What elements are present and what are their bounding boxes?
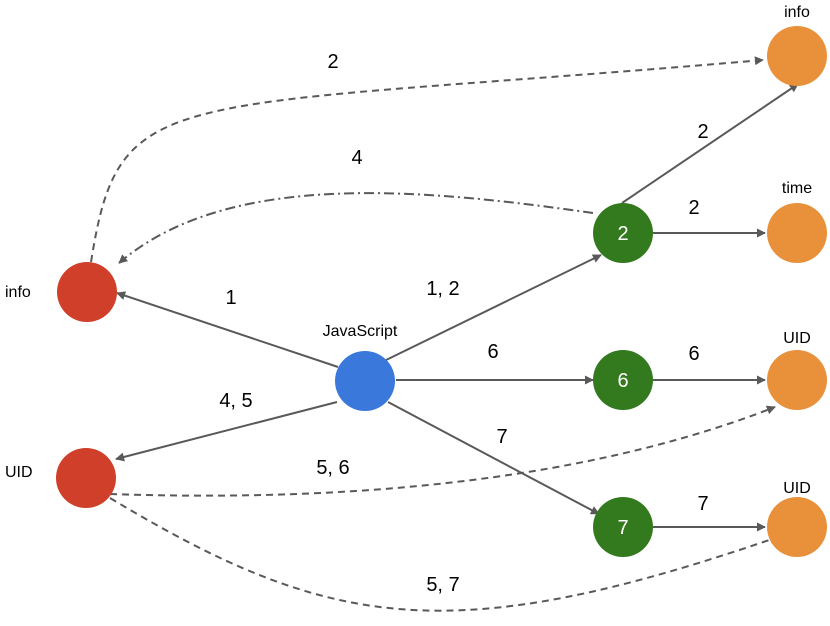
node-7-number: 7 (617, 517, 628, 539)
info-sink-caption: info (784, 4, 810, 21)
time-sink-node (767, 203, 827, 263)
edge-uid-to-uid-bottom-dashed (109, 497, 779, 612)
node-7 (593, 497, 653, 557)
edge-label-js-to-info: 1 (225, 287, 236, 309)
edge-label-js-to-node7: 7 (496, 426, 507, 448)
uid-source-node (56, 448, 116, 508)
edge-label-node2-to-info-dashdot: 4 (351, 147, 362, 169)
edge-label-uid-to-uid-bottom-dashed: 5, 7 (426, 574, 459, 596)
info-source-node (57, 262, 117, 322)
edge-js-to-uid (115, 401, 338, 462)
node-6 (593, 350, 653, 410)
node-2 (593, 203, 653, 263)
edge-label-info-to-info-dashed: 2 (327, 51, 338, 73)
uid-sink-bottom-node (767, 497, 827, 557)
edge-info-to-info-dashed (90, 56, 764, 263)
info-sink-node (767, 26, 827, 86)
edge-label-js-to-node2: 1, 2 (426, 278, 459, 300)
edge-label-node2-to-time: 2 (688, 197, 699, 219)
edge-label-js-to-uid: 4, 5 (219, 390, 252, 412)
uid-sink-bottom-caption: UID (783, 480, 811, 497)
edge-label-node2-to-info: 2 (697, 121, 708, 143)
edge-js-to-node7 (387, 401, 600, 515)
edge-js-to-node2 (381, 254, 602, 363)
node-6-number: 6 (617, 370, 628, 392)
node-2-number: 2 (617, 223, 628, 245)
edge-label-node7-to-uid: 7 (697, 493, 708, 515)
edge-node2-to-info-dashdot (118, 192, 594, 264)
uid-sink-top-node (767, 350, 827, 410)
edge-label-js-to-node6: 6 (487, 341, 498, 363)
time-sink-caption: time (782, 180, 812, 197)
edge-node2-to-info (621, 83, 799, 204)
uid-source-caption: UID (5, 464, 33, 481)
edge-label-uid-to-uid-top-dashed: 5, 6 (316, 457, 349, 479)
edge-uid-to-uid-top-dashed (109, 405, 776, 497)
info-source-caption: info (5, 284, 31, 301)
edge-label-node6-to-uid: 6 (688, 343, 699, 365)
edge-js-to-info (116, 291, 339, 368)
javascript-node (335, 351, 395, 411)
javascript-caption: JavaScript (323, 323, 398, 340)
uid-sink-top-caption: UID (783, 330, 811, 347)
